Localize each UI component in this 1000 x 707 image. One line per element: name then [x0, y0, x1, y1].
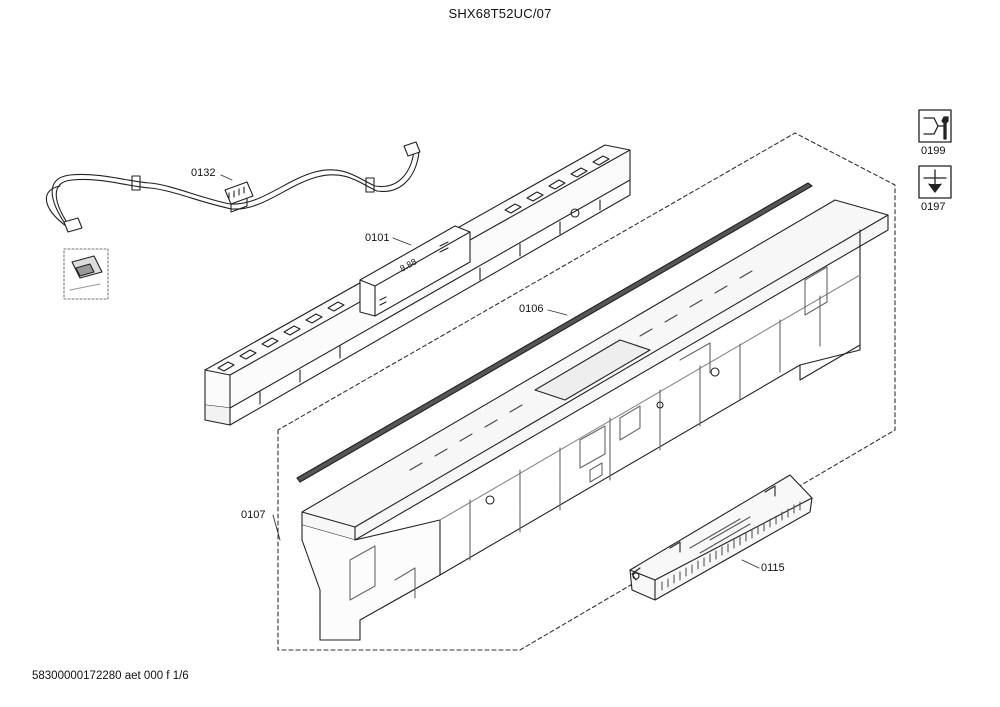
callout-0107: 0107: [241, 509, 266, 521]
wire-harness-0132: [45, 141, 421, 233]
icon-label-0199[interactable]: 0199: [921, 145, 946, 157]
cover-part-0115: [629, 474, 813, 601]
callout-0132: 0132: [191, 167, 216, 179]
callout-0115: 0115: [761, 562, 785, 574]
service-wrench-icon: [918, 109, 952, 143]
control-module-0101: 8.88: [204, 144, 631, 426]
connector-detail-inset: [63, 248, 109, 300]
download-arrow-icon: [918, 165, 952, 199]
page-title: SHX68T52UC/07: [448, 6, 552, 21]
icon-label-0197[interactable]: 0197: [921, 201, 946, 213]
seal-strip-0106: [296, 182, 813, 483]
control-panel-0107: [301, 199, 889, 641]
assembly-dashed-outline: [277, 132, 896, 651]
drawing-code: 58300000172280 aet 000 f 1/6: [32, 670, 189, 682]
callout-0101: 0101: [365, 232, 390, 244]
callout-0106: 0106: [519, 303, 544, 315]
